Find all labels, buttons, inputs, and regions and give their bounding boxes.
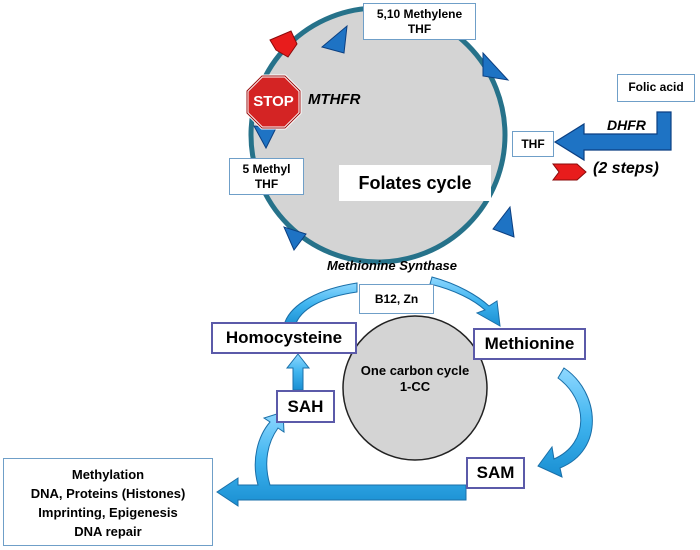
- methylene-thf-line-1: 5,10 Methylene: [376, 7, 463, 21]
- mthfr-label: MTHFR: [308, 91, 361, 108]
- methionine-label: Methionine: [484, 334, 575, 353]
- sah-label: SAH: [287, 396, 324, 416]
- folates-cycle-label-bg: [339, 165, 491, 201]
- one-carbon-cycle-label: One carbon cycle 1-CC: [350, 363, 480, 395]
- output-line-methylation: Methylation: [71, 467, 145, 482]
- arrow-methionine-to-sam: [537, 367, 593, 478]
- stop-sign: [245, 74, 302, 130]
- one-carbon-cycle-line-2: 1-CC: [399, 379, 431, 394]
- folates-cycle-label: Folates cycle: [358, 173, 472, 193]
- folic-acid-label: Folic acid: [628, 80, 684, 94]
- methyl-thf-line-2: THF: [254, 177, 279, 191]
- methionine-box: Methionine: [473, 328, 586, 360]
- b12-zn-box: B12, Zn: [359, 284, 434, 314]
- red-flag-upper-left: [269, 30, 298, 58]
- methylene-thf-box: 5,10 Methylene THF: [363, 3, 476, 40]
- folic-acid-box: Folic acid: [617, 74, 695, 102]
- methionine-synthase-label: Methionine Synthase: [327, 258, 458, 273]
- cycle-arrowhead-left-lower: [283, 226, 307, 251]
- dhfr-arrow: [553, 111, 672, 162]
- homocysteine-label: Homocysteine: [225, 328, 343, 347]
- output-line-imprinting: Imprinting, Epigenesis: [38, 505, 178, 520]
- sam-box: SAM: [466, 457, 525, 489]
- arrow-from-homocysteine: [284, 282, 358, 327]
- stop-sign-label: STOP: [253, 93, 294, 110]
- output-line-dna-proteins: DNA, Proteins (Histones): [30, 486, 186, 501]
- methyl-thf-line-1: 5 Methyl: [242, 162, 291, 176]
- dhfr-label: DHFR: [607, 117, 646, 133]
- output-line-dna-repair: DNA repair: [74, 524, 142, 539]
- sam-label: SAM: [476, 463, 515, 482]
- thf-label: THF: [521, 137, 545, 151]
- b12-zn-label: B12, Zn: [374, 292, 419, 306]
- methylene-thf-line-2: THF: [407, 22, 432, 36]
- methyl-thf-box: 5 Methyl THF: [229, 158, 304, 195]
- one-carbon-cycle-line-1: One carbon cycle: [360, 363, 470, 378]
- homocysteine-box: Homocysteine: [211, 322, 357, 354]
- arrow-to-methionine: [429, 276, 501, 327]
- two-steps-label: (2 steps): [593, 160, 659, 177]
- sah-box: SAH: [276, 390, 335, 423]
- cycle-arrowhead-upper-right: [482, 51, 510, 81]
- methylation-outputs-box: Methylation DNA, Proteins (Histones) Imp…: [3, 458, 213, 546]
- thf-box: THF: [512, 131, 554, 157]
- red-flag-near-thf: [552, 163, 587, 181]
- arrow-sah-to-homocysteine: [285, 353, 311, 391]
- cycle-arrowhead-right: [492, 205, 515, 238]
- one-carbon-cycle-circle: [342, 315, 488, 461]
- arrow-sam-to-methylation: [216, 411, 467, 507]
- cycle-arrowhead-top: [320, 24, 348, 54]
